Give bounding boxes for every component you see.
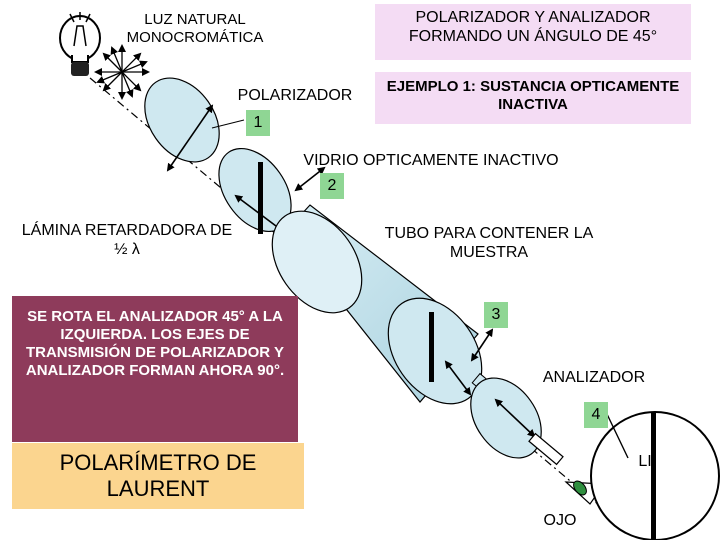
label-number-3: 3: [484, 302, 508, 328]
rotation-note-box: SE ROTA EL ANALIZADOR 45° A LA IZQUIERDA…: [12, 296, 298, 442]
light-label: LUZ NATURAL MONOCROMÁTICA: [126, 11, 264, 46]
page-title: POLARÍMETRO DE LAURENT: [12, 443, 304, 509]
glass-label: VIDRIO OPTICAMENTE INACTIVO: [303, 152, 559, 169]
label-number-2: 2: [320, 173, 344, 199]
tube-label: TUBO PARA CONTENER LA MUESTRA: [384, 225, 594, 262]
example-box: EJEMPLO 1: SUSTANCIA OPTICAMENTE INACTIV…: [375, 72, 691, 124]
polarizer: [144, 77, 220, 172]
unpolarized-light-rays: [94, 44, 150, 100]
pointer-1: [211, 119, 245, 129]
polarizer-analyzer-box: POLARIZADOR Y ANALIZADOR FORMANDO UN ÁNG…: [375, 4, 691, 60]
polarizer-label: POLARIZADOR: [237, 87, 353, 104]
analyzer: [470, 372, 564, 466]
label-number-4: 4: [584, 402, 608, 428]
sample-tube: [271, 204, 494, 405]
half-wave-plate-label: LÁMINA RETARDADORA DE ½ λ: [21, 222, 233, 259]
li-label: LI: [638, 453, 652, 470]
label-number-1: 1: [246, 110, 270, 136]
li-field-of-view: [590, 411, 720, 540]
eye-label: OJO: [543, 512, 577, 529]
analyzer-label: ANALIZADOR: [542, 369, 646, 386]
light-bulb-icon: [59, 12, 101, 76]
